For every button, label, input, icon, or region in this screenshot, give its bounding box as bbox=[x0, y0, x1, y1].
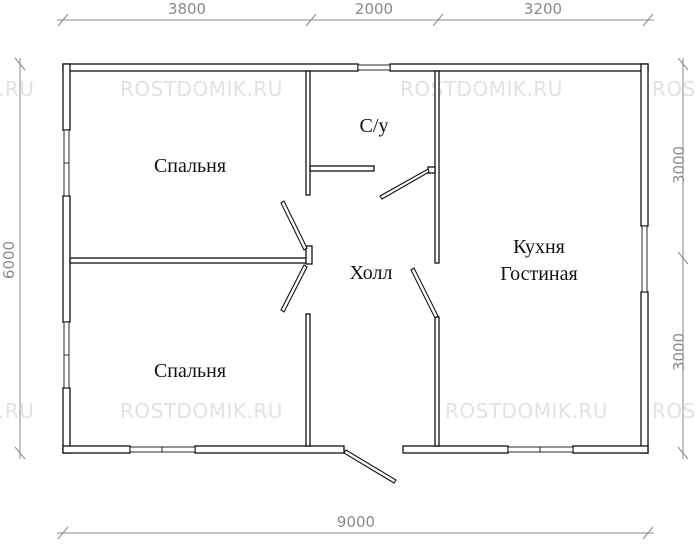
watermark: ROSTDOMIK.RU bbox=[445, 399, 608, 423]
dimension-top: 3800 2000 3200 bbox=[57, 0, 654, 27]
walls bbox=[62, 63, 649, 454]
room-label-living-room: Гостиная bbox=[500, 263, 577, 285]
window bbox=[507, 446, 574, 453]
watermark: ROS bbox=[652, 77, 696, 101]
door-bathroom bbox=[379, 168, 430, 200]
dimension-label: 6000 bbox=[0, 241, 18, 279]
watermark: .RU bbox=[0, 77, 34, 101]
dimension-label: 3800 bbox=[168, 0, 206, 18]
room-label-kitchen: Кухня bbox=[513, 236, 565, 258]
door-bedroom-top bbox=[280, 200, 308, 251]
door-kitchen bbox=[410, 267, 439, 319]
dimension-label: 2000 bbox=[355, 0, 393, 18]
dimension-label: 3200 bbox=[524, 0, 562, 18]
dimension-left: 6000 bbox=[0, 57, 26, 460]
dimension-label: 3000 bbox=[670, 333, 688, 371]
dimension-bottom: 9000 bbox=[57, 513, 654, 540]
watermark: ROS bbox=[652, 399, 696, 423]
dimension-right: 3000 3000 bbox=[670, 57, 689, 460]
dimension-label: 9000 bbox=[337, 513, 375, 531]
window bbox=[357, 64, 391, 71]
watermark: ROSTDOMIK.RU bbox=[120, 399, 283, 423]
door-bedroom-bottom bbox=[280, 264, 308, 313]
window bbox=[129, 446, 196, 453]
dimension-label: 3000 bbox=[670, 146, 688, 184]
watermark: ROSTDOMIK.RU bbox=[400, 77, 563, 101]
door-entrance bbox=[343, 449, 397, 484]
doors bbox=[280, 168, 439, 484]
watermark: .RU bbox=[0, 399, 34, 423]
watermark: ROSTDOMIK.RU bbox=[120, 77, 283, 101]
room-label-bedroom: Спальня bbox=[154, 360, 226, 382]
room-label-bathroom: С/у bbox=[360, 115, 389, 137]
windows bbox=[63, 64, 648, 453]
room-label-bedroom: Спальня bbox=[154, 155, 226, 177]
room-label-hall: Холл bbox=[350, 262, 393, 284]
room-labels: Спальня Спальня С/у Холл Кухня Гостиная bbox=[154, 115, 578, 382]
watermarks: .RU ROSTDOMIK.RU ROSTDOMIK.RU ROS .RU RO… bbox=[0, 77, 696, 423]
window bbox=[641, 225, 648, 293]
